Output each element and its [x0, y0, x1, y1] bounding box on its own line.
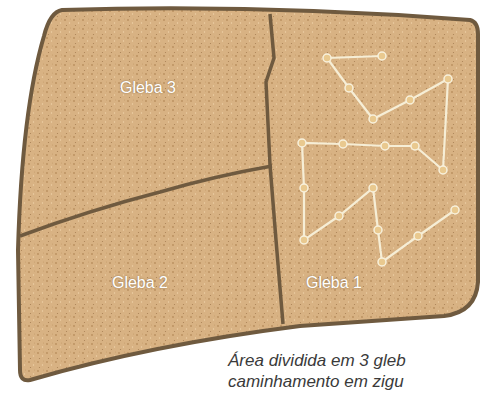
sample-point: [300, 184, 308, 192]
sample-point: [444, 75, 452, 83]
sample-point: [300, 236, 308, 244]
sample-point: [439, 166, 447, 174]
gleba-label: Gleba 3: [120, 79, 176, 97]
sample-point: [323, 54, 331, 62]
sample-point: [406, 96, 414, 104]
gleba-divider: [20, 166, 272, 236]
field-outline: [18, 8, 478, 380]
figure-caption: Área dividida em 3 gleb caminhamento em …: [228, 350, 468, 392]
gleba-label: Gleba 2: [112, 274, 168, 292]
sample-point: [378, 258, 386, 266]
gleba-divider: [266, 14, 283, 324]
sample-point: [414, 232, 422, 240]
sample-point: [411, 142, 419, 150]
sample-point: [378, 52, 386, 60]
zigzag-line: [302, 56, 455, 262]
sample-point: [345, 84, 353, 92]
sample-point: [335, 212, 343, 220]
gleba-region: Gleba 2: [108, 272, 172, 294]
sample-point: [369, 115, 377, 123]
zigzag-path: [298, 52, 459, 266]
sample-point: [369, 184, 377, 192]
gleba-label: Gleba 1: [306, 274, 362, 292]
sample-point: [374, 226, 382, 234]
gleba-region: Gleba 3: [116, 77, 180, 99]
sample-point: [298, 139, 306, 147]
sample-point: [381, 142, 389, 150]
sample-point: [451, 206, 459, 214]
gleba-region: Gleba 1: [302, 272, 366, 294]
sample-point: [339, 140, 347, 148]
